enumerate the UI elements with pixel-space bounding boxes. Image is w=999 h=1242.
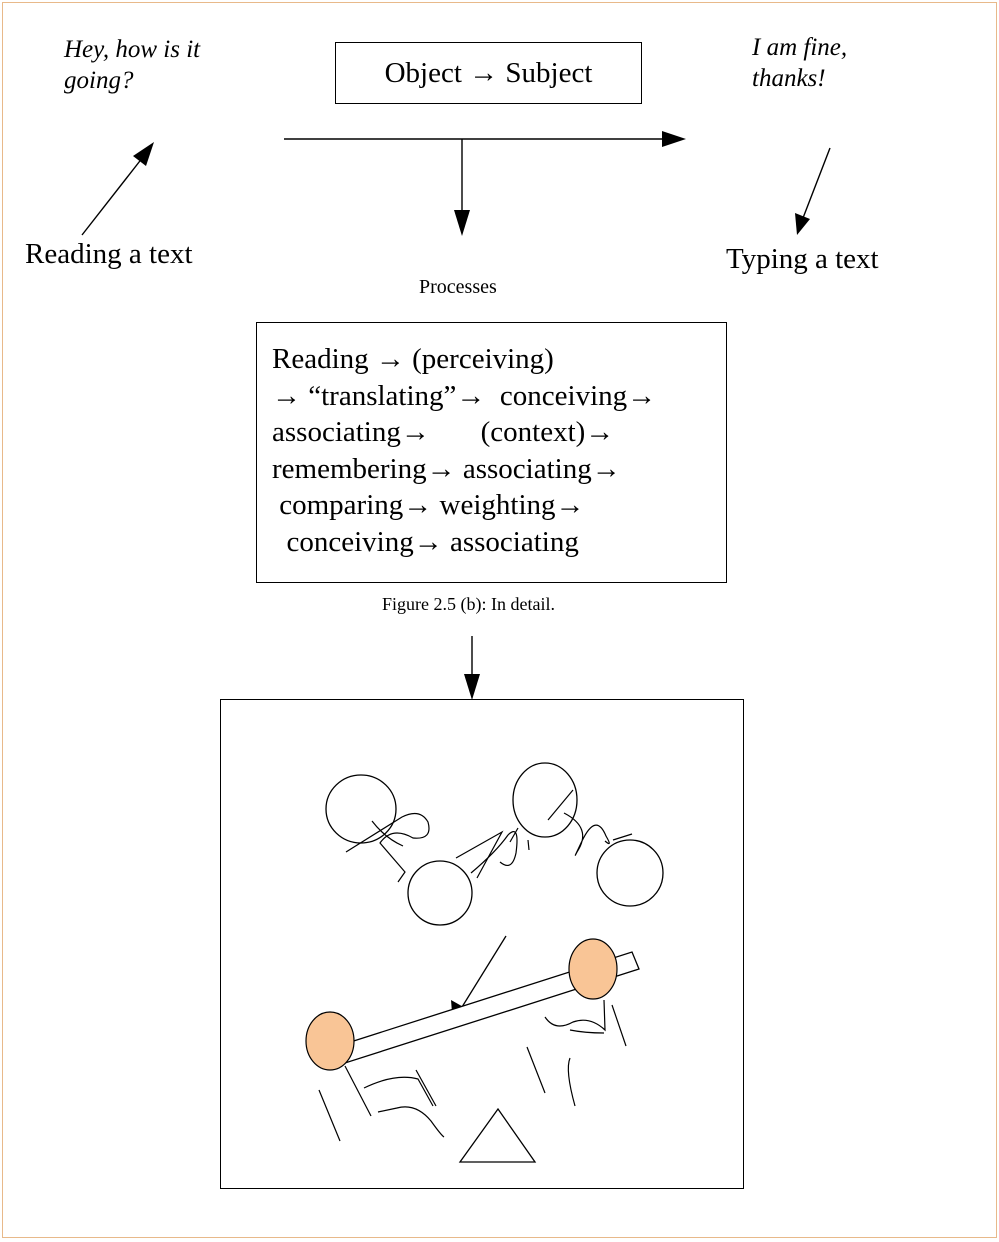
process-line-6: conceiving→ associating xyxy=(272,525,579,558)
process-line-3: associating→ (context)→ xyxy=(272,416,615,448)
illustration-box xyxy=(220,699,744,1189)
greeting-line-2: going? xyxy=(64,67,134,94)
object-subject-box: Object → Subject xyxy=(335,42,642,104)
typing-label: Typing a text xyxy=(726,243,879,275)
process-line-1: Reading → (perceiving) xyxy=(272,343,554,375)
processes-label: Processes xyxy=(419,276,497,298)
greeting-line-1: Hey, how is it xyxy=(64,36,201,63)
process-line-4: remembering→ associating→ xyxy=(272,452,621,485)
process-line-5: comparing→ weighting→ xyxy=(272,489,585,521)
reply-line-1: I am fine, xyxy=(752,34,848,61)
reply-text: I am fine, thanks! xyxy=(752,32,847,94)
process-line-2: → “translating”→ conceiving→ xyxy=(272,379,657,412)
object-subject-label: Object → Subject xyxy=(384,56,593,89)
reply-line-2: thanks! xyxy=(752,65,826,92)
greeting-text: Hey, how is it going? xyxy=(64,34,200,96)
process-detail-box: Reading → (perceiving) → “translating”→ … xyxy=(256,322,727,583)
figure-caption: Figure 2.5 (b): In detail. xyxy=(382,594,555,614)
reading-label: Reading a text xyxy=(25,238,193,270)
